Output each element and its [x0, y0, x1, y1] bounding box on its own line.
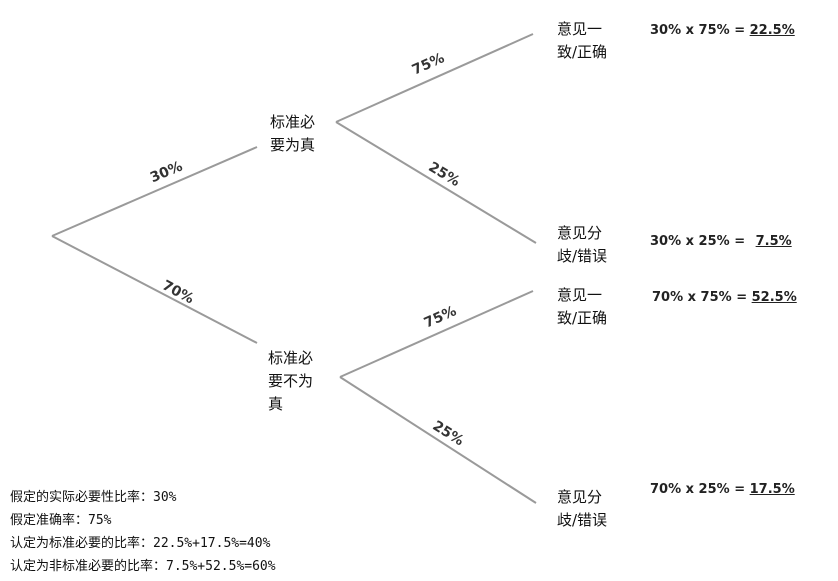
node-standard-false: 标准必要不为真	[268, 349, 314, 413]
assumption-notes: 假定的实际必要性比率：30% 假定准确率：75% 认定为标准必要的比率：22.5…	[10, 486, 276, 578]
note-deemed-essential: 认定为标准必要的比率：22.5%+17.5%=40%	[10, 536, 271, 551]
leaf-disagree-2: 意见分歧/错误	[557, 488, 608, 529]
calc-expr: 30% x 75% =	[650, 23, 750, 38]
leaf-agree-1: 意见一致/正确	[557, 20, 608, 61]
branch-root-to-true	[51, 146, 258, 237]
note-actual-rate: 假定的实际必要性比率：30%	[10, 490, 177, 505]
calc-result: 7.5%	[755, 234, 792, 249]
calc-row-1: 30% x 75% = 22.5%	[650, 23, 795, 38]
calc-result: 17.5%	[749, 482, 795, 497]
leaf-agree-2: 意见一致/正确	[557, 286, 608, 327]
branch-true-to-agree	[335, 33, 534, 123]
branch-false-to-agree	[339, 290, 534, 378]
branch-label-bottom-lower: 25%	[430, 418, 467, 449]
calc-expr: 70% x 75% =	[652, 290, 752, 305]
calc-expr: 30% x 25% =	[650, 234, 750, 249]
leaf-disagree-1: 意见分歧/错误	[557, 224, 608, 265]
note-accuracy: 假定准确率：75%	[10, 513, 112, 528]
note-deemed-nonessential: 认定为非标准必要的比率：7.5%+52.5%=60%	[10, 559, 276, 574]
branch-label-top-lower: 25%	[426, 159, 463, 190]
node-standard-true: 标准必要为真	[270, 113, 316, 154]
calc-expr: 70% x 25% =	[650, 482, 750, 497]
branch-root-to-false	[51, 235, 258, 344]
calc-result: 52.5%	[751, 290, 797, 305]
calc-row-4: 70% x 25% = 17.5%	[650, 482, 795, 497]
branch-true-to-disagree	[335, 121, 537, 244]
branch-false-to-disagree	[339, 376, 537, 504]
calc-row-2: 30% x 25% = 7.5%	[650, 234, 792, 249]
calc-result: 22.5%	[749, 23, 795, 38]
calc-row-3: 70% x 75% = 52.5%	[652, 290, 797, 305]
branch-label-bottom: 70%	[159, 278, 196, 308]
branch-label-top: 30%	[148, 158, 185, 186]
